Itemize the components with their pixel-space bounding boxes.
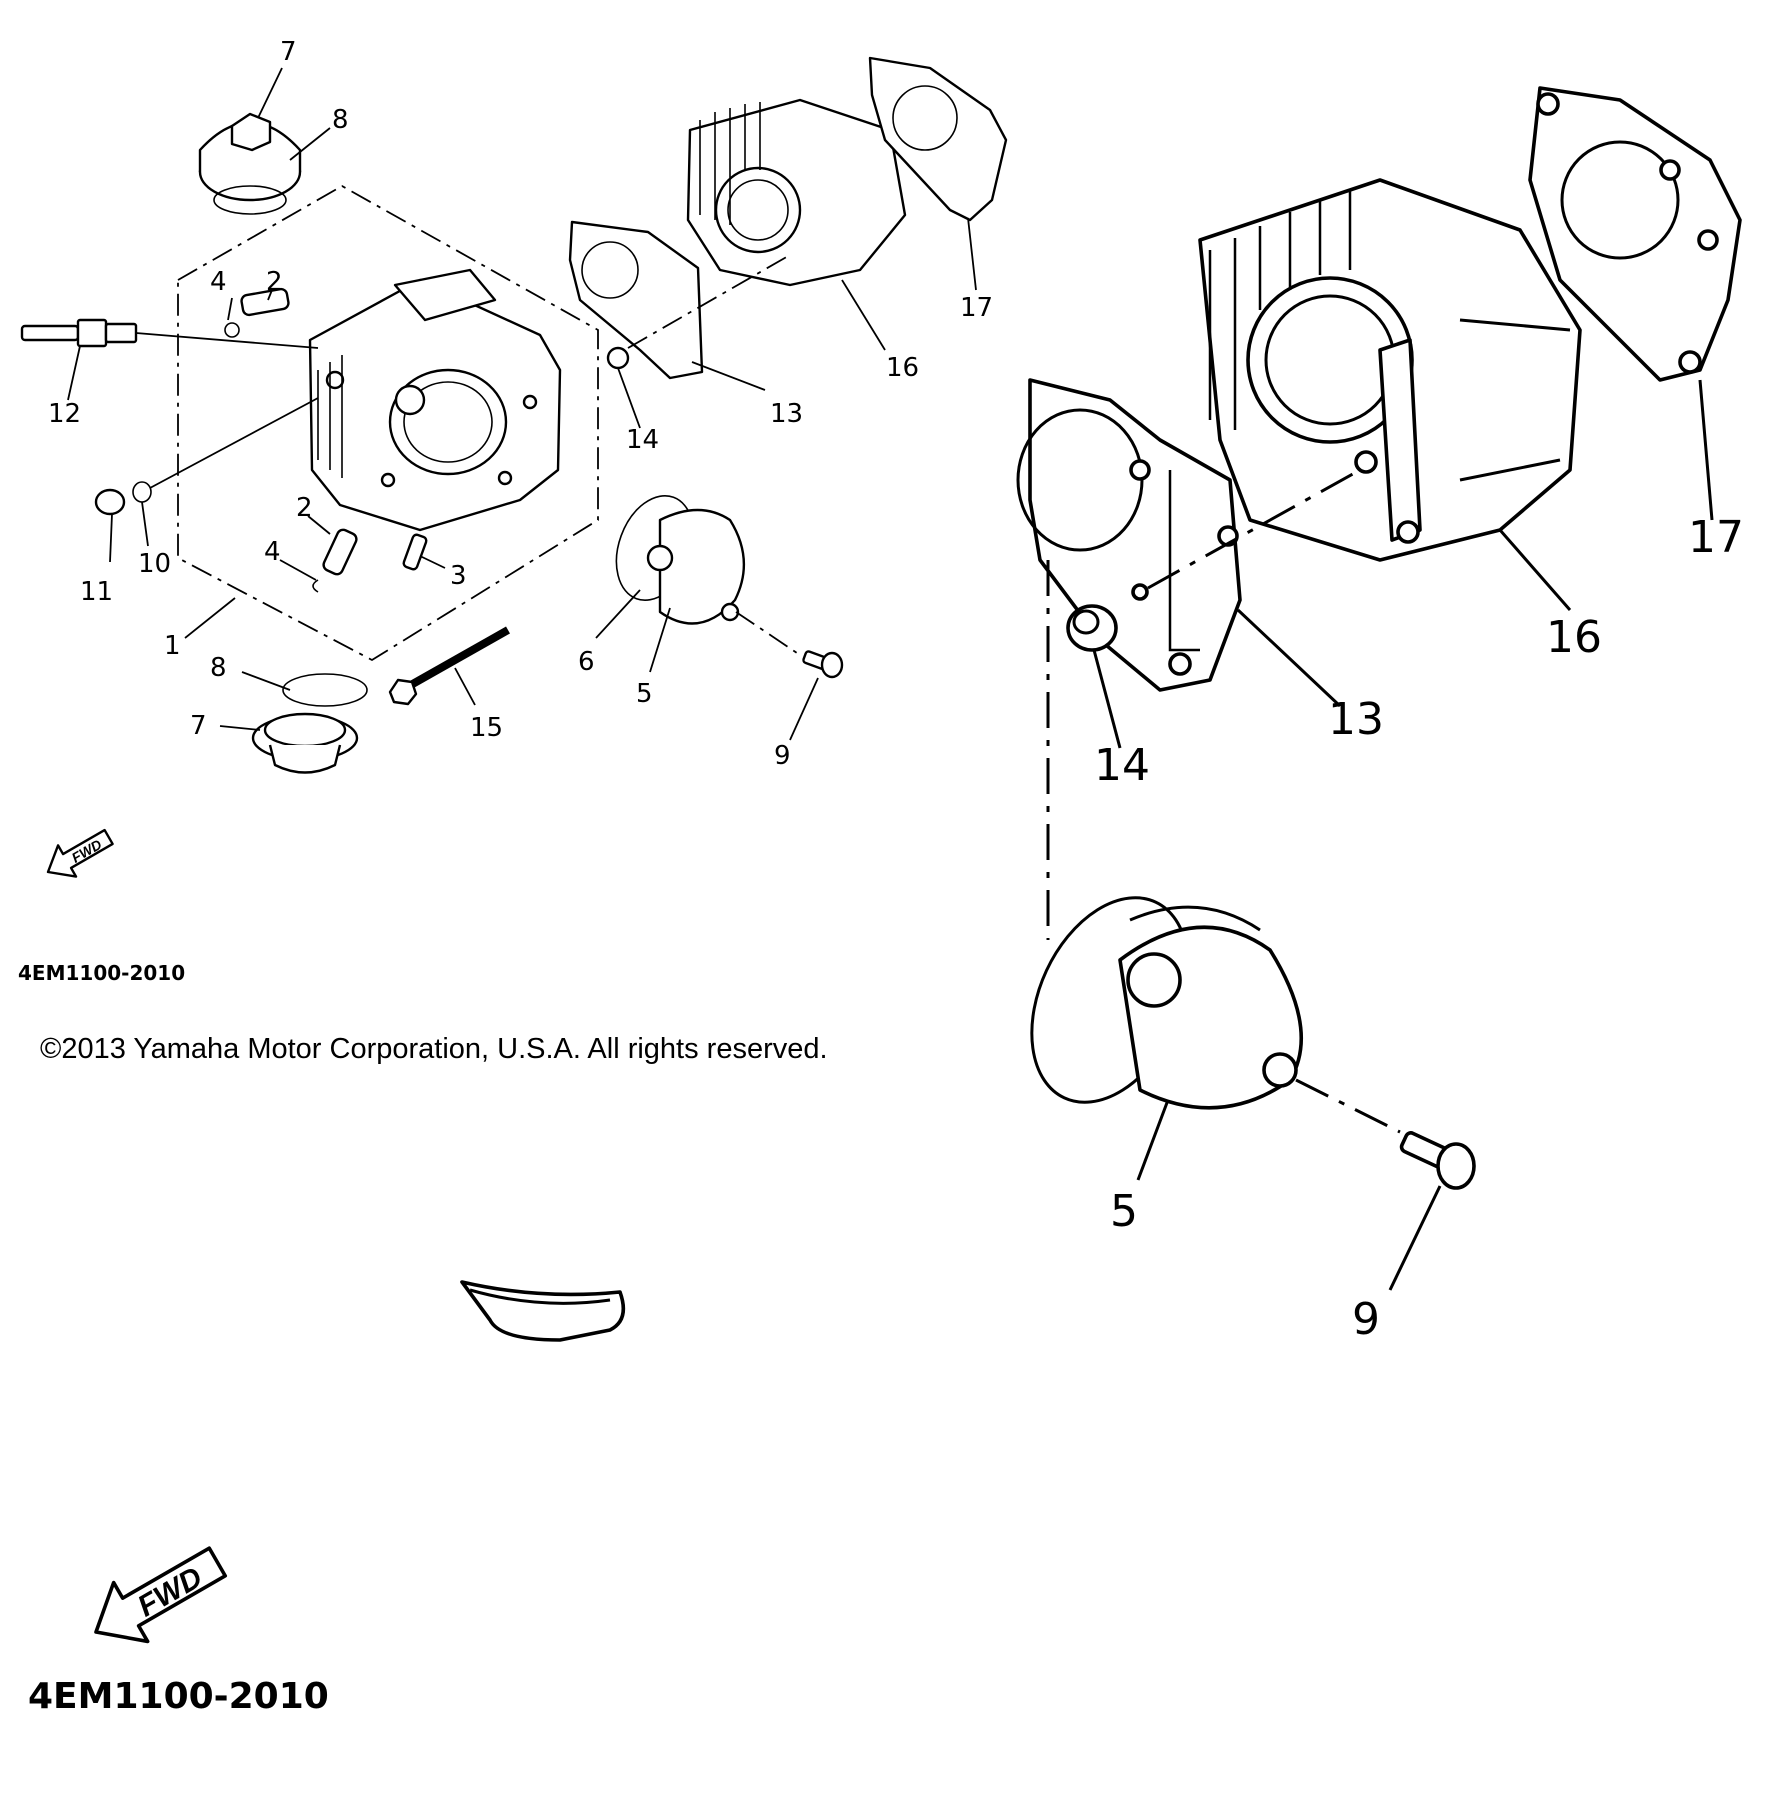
callout-12: 12 — [48, 399, 81, 429]
plug-11 — [94, 397, 319, 516]
o-ring-bottom — [282, 673, 368, 707]
callout-9: 9 — [774, 741, 791, 771]
callout-15: 15 — [470, 713, 503, 743]
callout-2-top: 2 — [266, 267, 283, 297]
dowel-14 — [606, 346, 630, 370]
fwd-arrow-small: FWD — [46, 828, 114, 878]
callout-7-bottom: 7 — [190, 711, 207, 741]
zoom-callout-5: 5 — [1110, 1186, 1138, 1237]
copyright-notice: ©2013 Yamaha Motor Corporation, U.S.A. A… — [40, 1033, 828, 1065]
zoom-callout-9: 9 — [1352, 1294, 1380, 1345]
callout-8-bottom: 8 — [210, 653, 227, 683]
bolt-9 — [735, 611, 844, 679]
callout-14: 14 — [626, 425, 659, 455]
stud-bolt — [402, 533, 428, 571]
gasket-17 — [868, 56, 1008, 222]
assembly-boundary-1 — [177, 184, 599, 662]
part-code-small: 4EM1100-2010 — [18, 961, 185, 985]
cylinder-16 — [686, 98, 907, 287]
zoom-fragment-oil-cap — [460, 1280, 626, 1342]
zoom-view: 17 16 13 14 5 9 — [1016, 86, 1744, 1345]
bolt-15 — [388, 626, 510, 706]
o-ring-top — [213, 185, 287, 215]
callout-4-top: 4 — [210, 267, 227, 297]
cylinder-head — [308, 268, 562, 532]
callout-5: 5 — [636, 679, 653, 709]
fwd-arrow-large: FWD — [94, 1546, 228, 1644]
callout-16: 16 — [886, 353, 919, 383]
zoom-callout-16: 16 — [1546, 612, 1602, 663]
callout-4-lower: 4 — [264, 537, 281, 567]
zoom-callout-17: 17 — [1688, 512, 1744, 563]
callout-8-top: 8 — [332, 105, 349, 135]
zoom-callout-13: 13 — [1328, 694, 1384, 745]
spark-plug — [20, 318, 319, 349]
part-code-large: 4EM1100-2010 — [28, 1676, 329, 1717]
callout-7-top: 7 — [280, 37, 297, 67]
valve-guide-lower — [312, 528, 358, 593]
callout-17: 17 — [960, 293, 993, 323]
callout-11: 11 — [80, 577, 113, 607]
callout-1: 1 — [164, 631, 181, 661]
oil-cap-top — [198, 112, 302, 202]
zoom-callout-14: 14 — [1094, 740, 1150, 791]
callout-6: 6 — [578, 647, 595, 677]
callout-2-lower: 2 — [296, 493, 313, 523]
cover-5 — [615, 494, 745, 625]
leaders-left — [67, 67, 977, 741]
gasket-13 — [568, 220, 704, 380]
callout-3: 3 — [450, 561, 467, 591]
valve-guide-top — [224, 287, 290, 338]
callout-10: 10 — [138, 549, 171, 579]
callout-13: 13 — [770, 399, 803, 429]
callouts-left: 7 8 4 2 12 11 10 2 4 3 1 8 7 15 6 5 9 14… — [48, 37, 993, 771]
oil-cap-bottom — [251, 712, 359, 774]
